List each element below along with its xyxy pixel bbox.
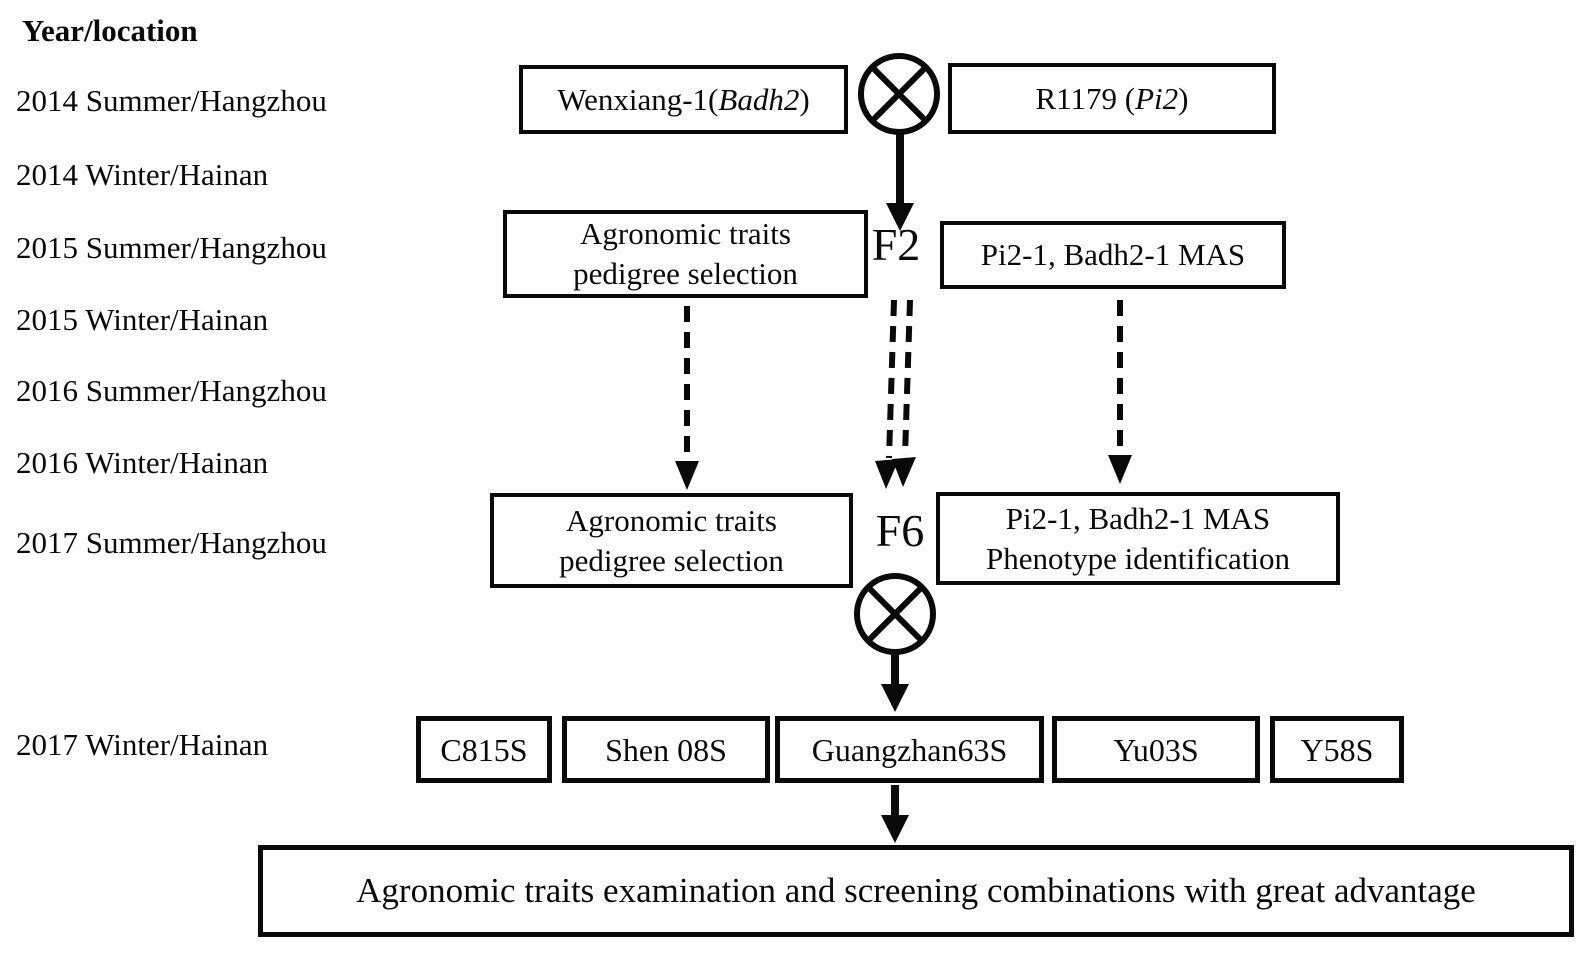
timeline-entry: 2015 Winter/Hainan [16, 302, 269, 337]
timeline-entry: 2014 Summer/Hangzhou [16, 83, 327, 118]
timeline-entry: 2016 Winter/Hainan [16, 445, 269, 480]
arrow-cross-to-lines [881, 654, 909, 712]
mas-box-1-label: Pi2-1, Badh2-1 MAS [980, 237, 1246, 272]
dashed-arrow-middle-right [892, 299, 916, 487]
line-box-c815s: C815S [416, 716, 552, 783]
agronomic-selection-line1: Agronomic traits [566, 502, 777, 538]
line-box-guangzhan63s: Guangzhan63S [775, 716, 1044, 783]
dashed-arrow-right [1108, 300, 1132, 484]
agronomic-selection-box-1: Agronomic traits pedigree selection [503, 210, 868, 298]
dashed-arrow-middle-left [875, 299, 899, 489]
parent-female-box: Wenxiang-1(Badh2) [519, 65, 848, 134]
generation-f6-label: F6 [875, 505, 925, 556]
timeline-entry: 2017 Winter/Hainan [16, 727, 269, 762]
gene-badh2: Badh2 [718, 81, 800, 117]
line-box-yu03s: Yu03S [1052, 716, 1260, 783]
agronomic-selection-line2: pedigree selection [559, 542, 784, 578]
timeline-header: Year/location [22, 13, 198, 48]
line-box-y58s: Y58S [1270, 716, 1404, 783]
timeline-entry: 2015 Summer/Hangzhou [16, 230, 327, 265]
timeline-entry: 2014 Winter/Hainan [16, 157, 269, 192]
cross-circle-icon [858, 53, 940, 135]
agronomic-selection-line1: Agronomic traits [580, 216, 791, 251]
parent-male-label: R1179 (Pi2) [1035, 80, 1189, 116]
cross-circle-icon [854, 573, 936, 655]
mas-box-2-line2: Phenotype identification [986, 540, 1290, 576]
final-step-box: Agronomic traits examination and screeni… [258, 845, 1574, 937]
generation-f2-label: F2 [871, 219, 921, 270]
timeline-entry: 2017 Summer/Hangzhou [16, 525, 327, 560]
arrow-cross-to-f2 [886, 134, 914, 231]
agronomic-selection-box-2: Agronomic traits pedigree selection [490, 493, 853, 588]
parent-male-box: R1179 (Pi2) [948, 63, 1276, 134]
mas-box-2-line1: Pi2-1, Badh2-1 MAS [1005, 500, 1271, 536]
timeline-entry: 2016 Summer/Hangzhou [16, 373, 327, 408]
arrow-lines-to-final [881, 785, 909, 843]
gene-pi2: Pi2 [1135, 80, 1179, 116]
mas-box-1: Pi2-1, Badh2-1 MAS [940, 221, 1286, 289]
mas-box-2: Pi2-1, Badh2-1 MAS Phenotype identificat… [936, 492, 1340, 585]
dashed-arrow-left [675, 306, 699, 490]
parent-female-label: Wenxiang-1(Badh2) [557, 81, 810, 117]
agronomic-selection-line2: pedigree selection [573, 256, 798, 291]
line-box-shen08s: Shen 08S [562, 716, 770, 783]
